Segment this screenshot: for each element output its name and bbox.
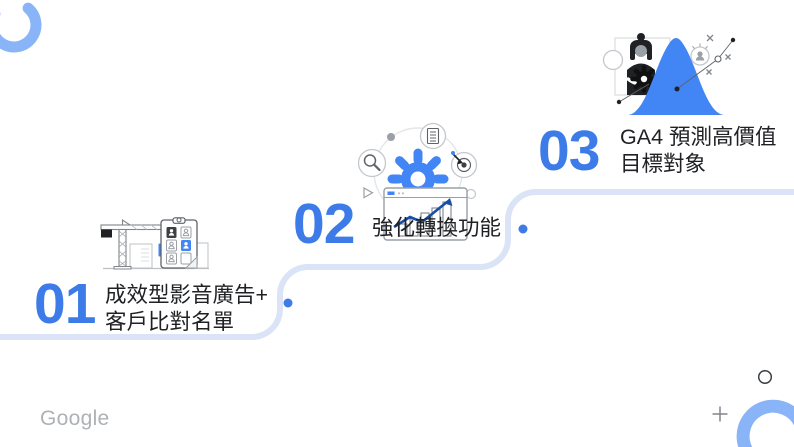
step-number: 02 — [293, 192, 355, 256]
step-title-line: GA4 預測高價值 — [620, 125, 777, 149]
crane-clipboard-illustration — [100, 217, 209, 270]
step-dot-2 — [518, 224, 528, 234]
corner-arc-bottom-right-icon — [736, 399, 794, 447]
circle-outline-icon — [757, 369, 773, 385]
ga4-prediction-illustration — [602, 33, 736, 115]
step-title: GA4 預測高價值 目標對象 — [620, 124, 777, 178]
step-title-line: 目標對象 — [620, 152, 707, 176]
step-dot-1 — [283, 298, 293, 308]
step-title-line: 成效型影音廣告+ — [105, 283, 269, 307]
gear-conversion-illustration — [357, 122, 478, 241]
step-title-line: 客戶比對名單 — [105, 310, 235, 334]
step-number: 03 — [538, 119, 600, 183]
step-title: 強化轉換功能 — [372, 215, 501, 242]
step-number: 01 — [34, 272, 96, 336]
step-title-line: 強化轉換功能 — [372, 216, 502, 240]
google-logo: Google — [40, 407, 110, 430]
plus-icon — [712, 406, 728, 422]
step-title: 成效型影音廣告+ 客戶比對名單 — [105, 282, 268, 336]
corner-arc-top-left-icon — [0, 2, 42, 53]
